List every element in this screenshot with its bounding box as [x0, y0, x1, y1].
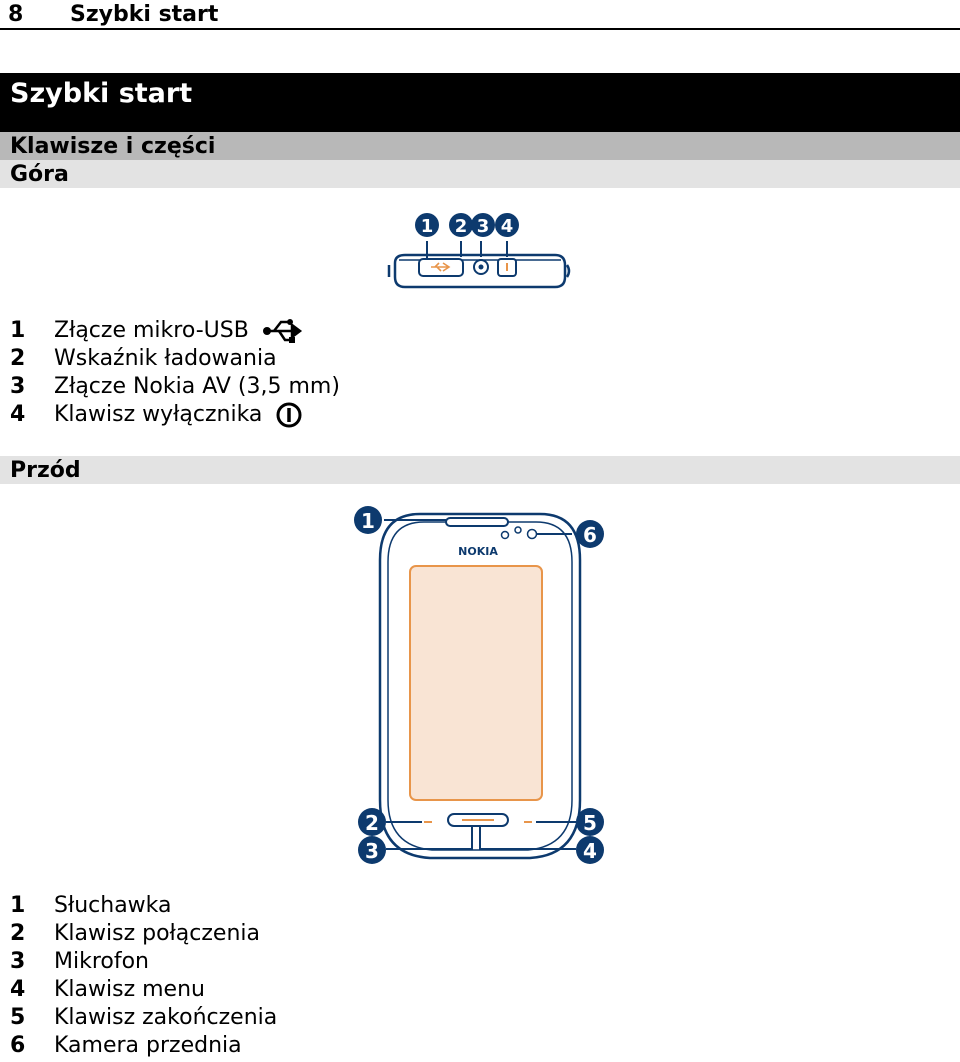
item-number: 1	[10, 318, 26, 343]
item-label: Klawisz menu	[54, 977, 205, 1002]
top-callout-4: 4	[495, 213, 519, 237]
chapter-title: Szybki start	[0, 73, 960, 132]
list-item: 1 Złącze mikro-USB	[10, 317, 340, 345]
item-label: Wskaźnik ładowania	[54, 346, 277, 371]
front-callout-1-label: 1	[361, 509, 375, 533]
page-number: 8	[8, 2, 24, 27]
subsection-heading-front: Przód	[0, 456, 960, 484]
front-callout-5: 5	[576, 808, 604, 836]
top-callout-3: 3	[471, 213, 495, 237]
item-number: 2	[10, 346, 26, 371]
item-number: 4	[10, 977, 26, 1002]
front-callout-3: 3	[358, 836, 386, 864]
item-label: Klawisz połączenia	[54, 921, 261, 946]
brand-logo: NOKIA	[458, 545, 498, 558]
front-parts-list: 1 Słuchawka 2 Klawisz połączenia 3 Mikrofon…	[10, 892, 277, 1060]
usb-icon	[262, 319, 302, 343]
list-item: 1 Słuchawka	[10, 892, 277, 920]
item-number: 2	[10, 921, 26, 946]
earpiece	[445, 517, 509, 527]
top-callout-3-label: 3	[477, 216, 490, 237]
item-label: Mikrofon	[54, 949, 150, 974]
item-label: Kamera przednia	[54, 1033, 242, 1058]
front-callout-1: 1	[354, 506, 382, 534]
list-item: 2 Wskaźnik ładowania	[10, 345, 340, 373]
top-callout-2-label: 2	[455, 216, 468, 237]
power-icon	[276, 402, 302, 428]
front-callout-4: 4	[576, 836, 604, 864]
running-head: 8 Szybki start	[8, 2, 218, 27]
top-callout-1-label: 1	[421, 216, 434, 237]
item-number: 3	[10, 374, 26, 399]
front-callout-6-label: 6	[583, 523, 597, 547]
item-label: Klawisz wyłącznika	[54, 402, 263, 427]
subsection-heading-top: Góra	[0, 160, 960, 188]
list-item: 3 Mikrofon	[10, 948, 277, 976]
item-number: 4	[10, 402, 26, 427]
top-callout-4-label: 4	[501, 216, 514, 237]
header-rule	[0, 28, 960, 30]
item-label: Złącze mikro-USB	[54, 318, 249, 343]
front-callout-4-label: 4	[583, 839, 597, 863]
item-label: Złącze Nokia AV (3,5 mm)	[54, 374, 340, 399]
item-number: 3	[10, 949, 26, 974]
front-callout-5-label: 5	[583, 811, 597, 835]
item-number: 1	[10, 893, 26, 918]
list-item: 4 Klawisz wyłącznika	[10, 401, 340, 429]
front-callout-3-label: 3	[365, 839, 379, 863]
usb-port	[418, 258, 464, 277]
item-label: Klawisz zakończenia	[54, 1005, 278, 1030]
list-item: 3 Złącze Nokia AV (3,5 mm)	[10, 373, 340, 401]
list-item: 2 Klawisz połączenia	[10, 920, 277, 948]
screen	[409, 565, 543, 801]
item-label: Słuchawka	[54, 893, 172, 918]
section-heading: Klawisze i części	[0, 132, 960, 160]
item-number: 5	[10, 1005, 26, 1030]
phone-top-diagram: 1 2 3 4	[387, 213, 571, 289]
top-callout-2: 2	[449, 213, 473, 237]
front-callout-6: 6	[576, 520, 604, 548]
front-callout-2-label: 2	[365, 811, 379, 835]
front-camera	[526, 528, 538, 540]
running-title: Szybki start	[70, 2, 219, 27]
item-number: 6	[10, 1033, 26, 1058]
list-item: 4 Klawisz menu	[10, 976, 277, 1004]
top-callout-1: 1	[415, 213, 439, 237]
list-item: 6 Kamera przednia	[10, 1032, 277, 1060]
list-item: 5 Klawisz zakończenia	[10, 1004, 277, 1032]
phone-front-diagram: NOKIA 1 2 3 4 5 6	[354, 506, 604, 864]
front-callout-2: 2	[358, 808, 386, 836]
top-parts-list: 1 Złącze mikro-USB 2 Wskaźnik ładowania 3 Z…	[10, 317, 340, 429]
